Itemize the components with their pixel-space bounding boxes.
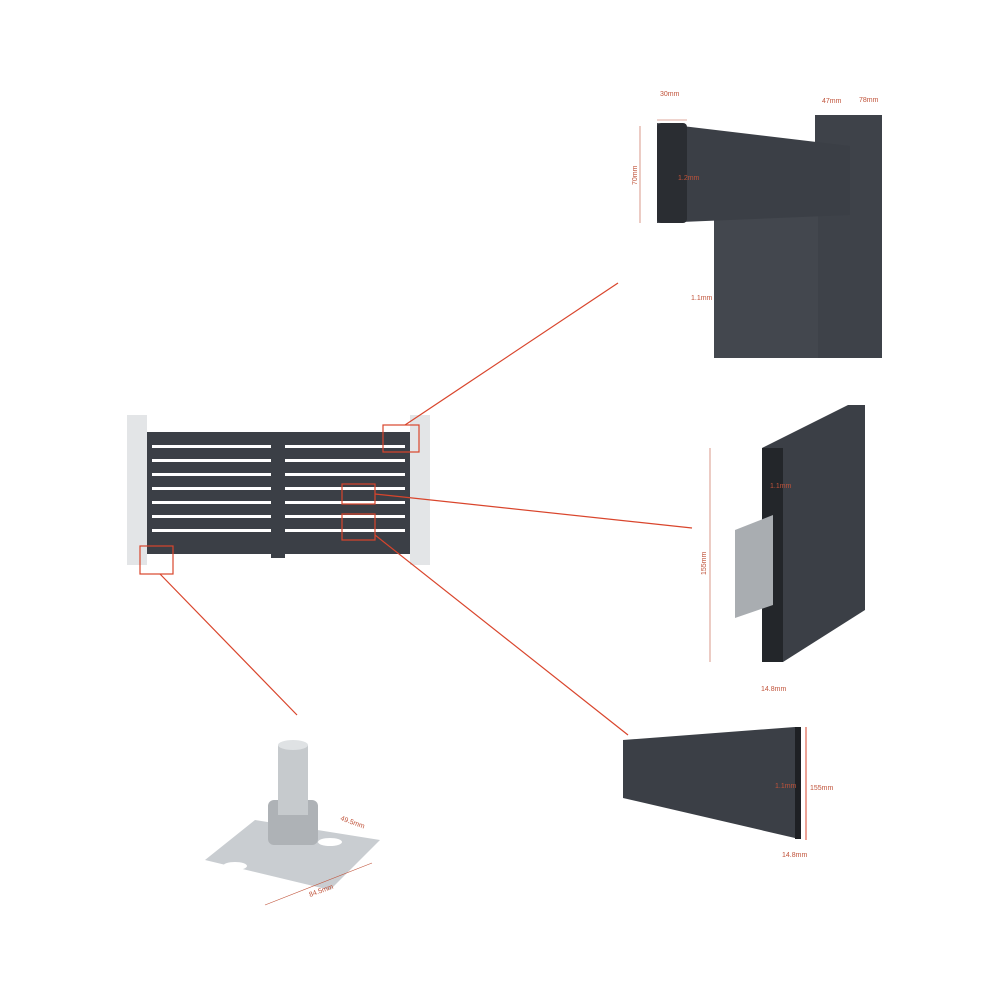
dim-slat-wall-2: 1.1mm (775, 783, 797, 790)
dim-mid-wall: 1.1mm (770, 483, 792, 490)
mid-profile-detail: 155mm 1.1mm 14.8mm (701, 405, 865, 693)
dim-slat-height: 155mm (810, 785, 834, 792)
top-profile-detail: 30mm 70mm 1.2mm 1.1mm 47mm 78mm (632, 91, 882, 358)
gate-overview (127, 415, 430, 565)
dim-hinge-width: 49.5mm (339, 815, 365, 830)
hinge-detail: 49.5mm 84.5mm (205, 740, 380, 906)
callout-lines (139, 282, 693, 736)
dim-post-b: 78mm (859, 97, 879, 104)
dim-post-a: 47mm (822, 98, 842, 105)
dim-slat-wall: 1.1mm (691, 295, 713, 302)
dim-top-wall: 1.2mm (678, 175, 700, 182)
slat-detail: 155mm 1.1mm 14.8mm (623, 727, 834, 859)
dim-top-height: 70mm (632, 165, 639, 185)
dim-top-width: 30mm (660, 91, 680, 98)
dim-mid-depth: 14.8mm (761, 686, 786, 693)
dim-slat-depth: 14.8mm (782, 852, 807, 859)
dim-mid-height: 155mm (701, 551, 708, 575)
